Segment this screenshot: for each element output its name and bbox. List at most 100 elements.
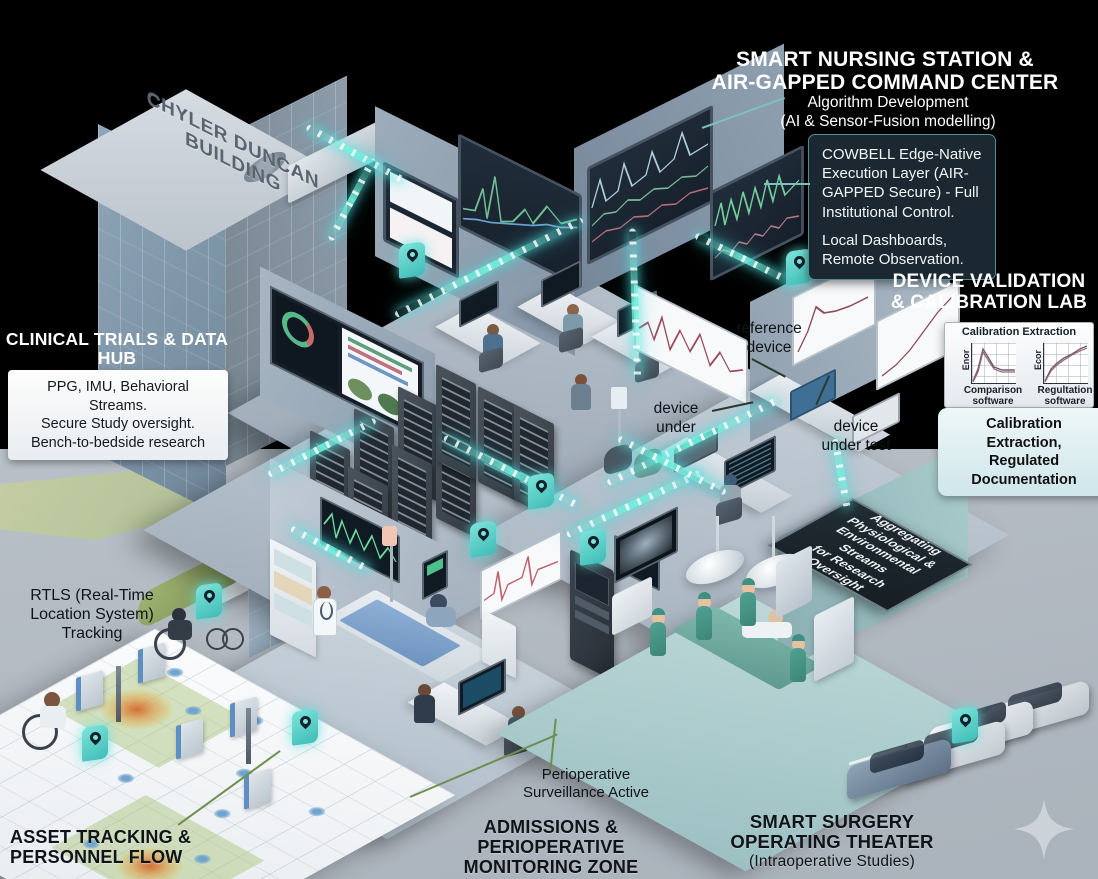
stethoscope-icon xyxy=(320,602,333,620)
calibration-callout-box: Calibration Extraction, Regulated Docume… xyxy=(938,408,1098,497)
asset-tracking-title-line2: PERSONNEL FLOW xyxy=(10,846,183,867)
parked-car-sedan-blue xyxy=(847,737,951,801)
leader-line-cowbell xyxy=(764,183,810,185)
vitals-waveform-svg xyxy=(591,130,709,243)
perioperative-note-line2: Surveillance Active xyxy=(523,784,649,801)
cowbell-callout-box: COWBELL Edge-Native Execution Layer (AIR… xyxy=(808,134,996,281)
calibration-left-xlabel-l1: Comparison xyxy=(963,385,1023,396)
calibration-left-xlabel-l2: software xyxy=(972,396,1014,407)
clinical-trials-title-text: CLINICAL TRIALS & DATA HUB xyxy=(5,329,229,369)
calibration-right-xlabel: Regultation software xyxy=(1035,385,1095,407)
location-pin-icon[interactable] xyxy=(292,708,318,746)
surgery-title-line1: SMART SURGERY xyxy=(749,811,915,832)
location-pin-icon[interactable] xyxy=(399,241,425,279)
reference-device-label-l2: device xyxy=(746,338,792,356)
waveform-monitor-right-large xyxy=(587,104,713,266)
perioperative-surveillance-note: Perioperative Surveillance Active xyxy=(516,766,656,802)
calibration-left-xlabel: Comparison software xyxy=(963,385,1023,407)
command-center-title-line2: AIR-GAPPED COMMAND CENTER xyxy=(711,71,1059,95)
or-supply-trolley xyxy=(612,576,652,636)
calibration-right-ylabel: Ecor xyxy=(1033,350,1043,371)
command-center-title: SMART NURSING STATION & AIR-GAPPED COMMA… xyxy=(690,48,1080,94)
reference-device-label: reference device xyxy=(724,320,814,357)
calibration-callout-line2: Regulated Documentation xyxy=(971,453,1077,488)
bicycle-icon xyxy=(206,620,244,654)
admissions-title: ADMISSIONS & PERIOPERATIVE MONITORING ZO… xyxy=(446,817,656,877)
iv-stand xyxy=(618,390,621,448)
ward-ecg-svg xyxy=(323,512,397,563)
cowbell-callout-paragraph-1: COWBELL Edge-Native Execution Layer (AIR… xyxy=(822,146,982,221)
ward-vitals-monitor xyxy=(320,496,400,584)
admissions-title-line1: ADMISSIONS & xyxy=(483,817,619,837)
rtls-title-line2: Location System) xyxy=(30,606,154,624)
calibration-right-xlabel-l2: software xyxy=(1044,396,1086,407)
reference-device-label-l1: reference xyxy=(736,320,802,337)
location-pin-icon[interactable] xyxy=(580,528,606,566)
device-under-label-l2: under xyxy=(656,418,696,436)
calibration-curve-right xyxy=(1044,345,1088,383)
bedside-ecg-display xyxy=(480,529,562,621)
reference-waveform-display xyxy=(634,283,748,407)
calibration-right-xlabel-l1: Regultation xyxy=(1037,385,1093,396)
asset-tracking-title: ASSET TRACKING & PERSONNEL FLOW xyxy=(10,827,210,868)
calibration-panel-title: Calibration Extraction xyxy=(961,326,1077,338)
calibration-chart-left xyxy=(971,343,1016,384)
algorithm-development-annotation: Algorithm Development (AI & Sensor-Fusio… xyxy=(768,94,1008,131)
rtls-title-line1: RTLS (Real-Time xyxy=(30,587,154,604)
waveform-monitor-left-large xyxy=(458,133,582,289)
rtls-title-line3: Tracking xyxy=(61,625,123,643)
surgical-lamp-1 xyxy=(686,543,744,591)
iv-pole-ward xyxy=(390,528,393,602)
reference-signal-svg xyxy=(638,314,744,373)
command-center-title-line1: SMART NURSING STATION & xyxy=(736,48,1034,71)
lab-chart-panel-a xyxy=(792,255,876,367)
operating-theater-room: Aggregating Physiological & Environmenta… xyxy=(495,442,996,872)
asset-tracking-title-line1: ASSET TRACKING & xyxy=(10,827,192,847)
algorithm-annotation-line2: (AI & Sensor-Fusion modelling) xyxy=(780,112,996,130)
rtls-floor-plan xyxy=(0,608,460,879)
calibration-curve-left xyxy=(972,347,1015,383)
lab-chart-panel-b xyxy=(876,279,960,391)
calibration-callout-line1: Calibration Extraction, xyxy=(986,416,1062,451)
clinical-trials-callout-line1: PPG, IMU, Behavioral Streams. xyxy=(47,379,189,414)
surgical-lamp-arm-2 xyxy=(772,516,775,562)
perioperative-note-line1: Perioperative xyxy=(541,766,631,783)
device-under-label-l1: device xyxy=(653,400,699,417)
device-under-label: device under xyxy=(636,400,716,437)
location-pin-icon[interactable] xyxy=(470,520,496,558)
trend-waveform-svg xyxy=(462,176,578,229)
location-pin-icon[interactable] xyxy=(82,724,108,762)
four-point-sparkle-icon xyxy=(1014,799,1074,859)
admissions-title-line3: MONITORING ZONE xyxy=(463,856,639,877)
location-pin-icon[interactable] xyxy=(196,582,222,620)
clinical-trials-callout-line2: Secure Study oversight. xyxy=(41,416,195,433)
device-validation-title: DEVICE VALIDATION & CALIBRATION LAB xyxy=(884,271,1094,314)
rtls-beacon-pole-1 xyxy=(116,666,121,722)
iv-bag xyxy=(610,386,628,410)
iv-bag-ward xyxy=(382,526,397,546)
surgery-title: SMART SURGERY OPERATING THEATER (Intraop… xyxy=(700,811,964,870)
clinical-trials-callout-line3: Bench-to-bedside research xyxy=(30,434,206,451)
surgery-title-line2: OPERATING THEATER xyxy=(730,831,934,853)
rtls-beacon-pole-2 xyxy=(246,708,251,764)
location-pin-icon[interactable] xyxy=(952,706,978,744)
device-validation-title-line1: DEVICE VALIDATION xyxy=(892,271,1086,292)
calibration-left-ylabel: Enor xyxy=(961,349,971,371)
algorithm-annotation-line1: Algorithm Development xyxy=(807,94,969,111)
calibration-extraction-panel: Calibration Extraction Enor Comparison s… xyxy=(944,322,1094,408)
device-under-test-label-l2: under test xyxy=(821,436,891,454)
server-rack xyxy=(478,386,518,502)
clinical-trials-callout-box: PPG, IMU, Behavioral Streams. Secure Stu… xyxy=(8,370,228,461)
cowbell-callout-paragraph-2: Local Dashboards, Remote Observation. xyxy=(822,231,964,268)
rtls-title: RTLS (Real-Time Location System) Trackin… xyxy=(2,586,182,644)
server-rack xyxy=(436,364,476,480)
device-under-test-label-l1: device xyxy=(833,418,879,435)
location-pin-icon[interactable] xyxy=(528,472,554,510)
device-under-test-label: device under test xyxy=(806,418,906,455)
device-validation-title-line2: & CALIBRATION LAB xyxy=(890,291,1088,313)
calibration-chart-right xyxy=(1043,343,1088,384)
device-validation-lab-room xyxy=(481,202,1009,682)
admissions-title-line2: PERIOPERATIVE xyxy=(477,836,625,857)
surgery-subtitle: (Intraoperative Studies) xyxy=(749,852,915,870)
